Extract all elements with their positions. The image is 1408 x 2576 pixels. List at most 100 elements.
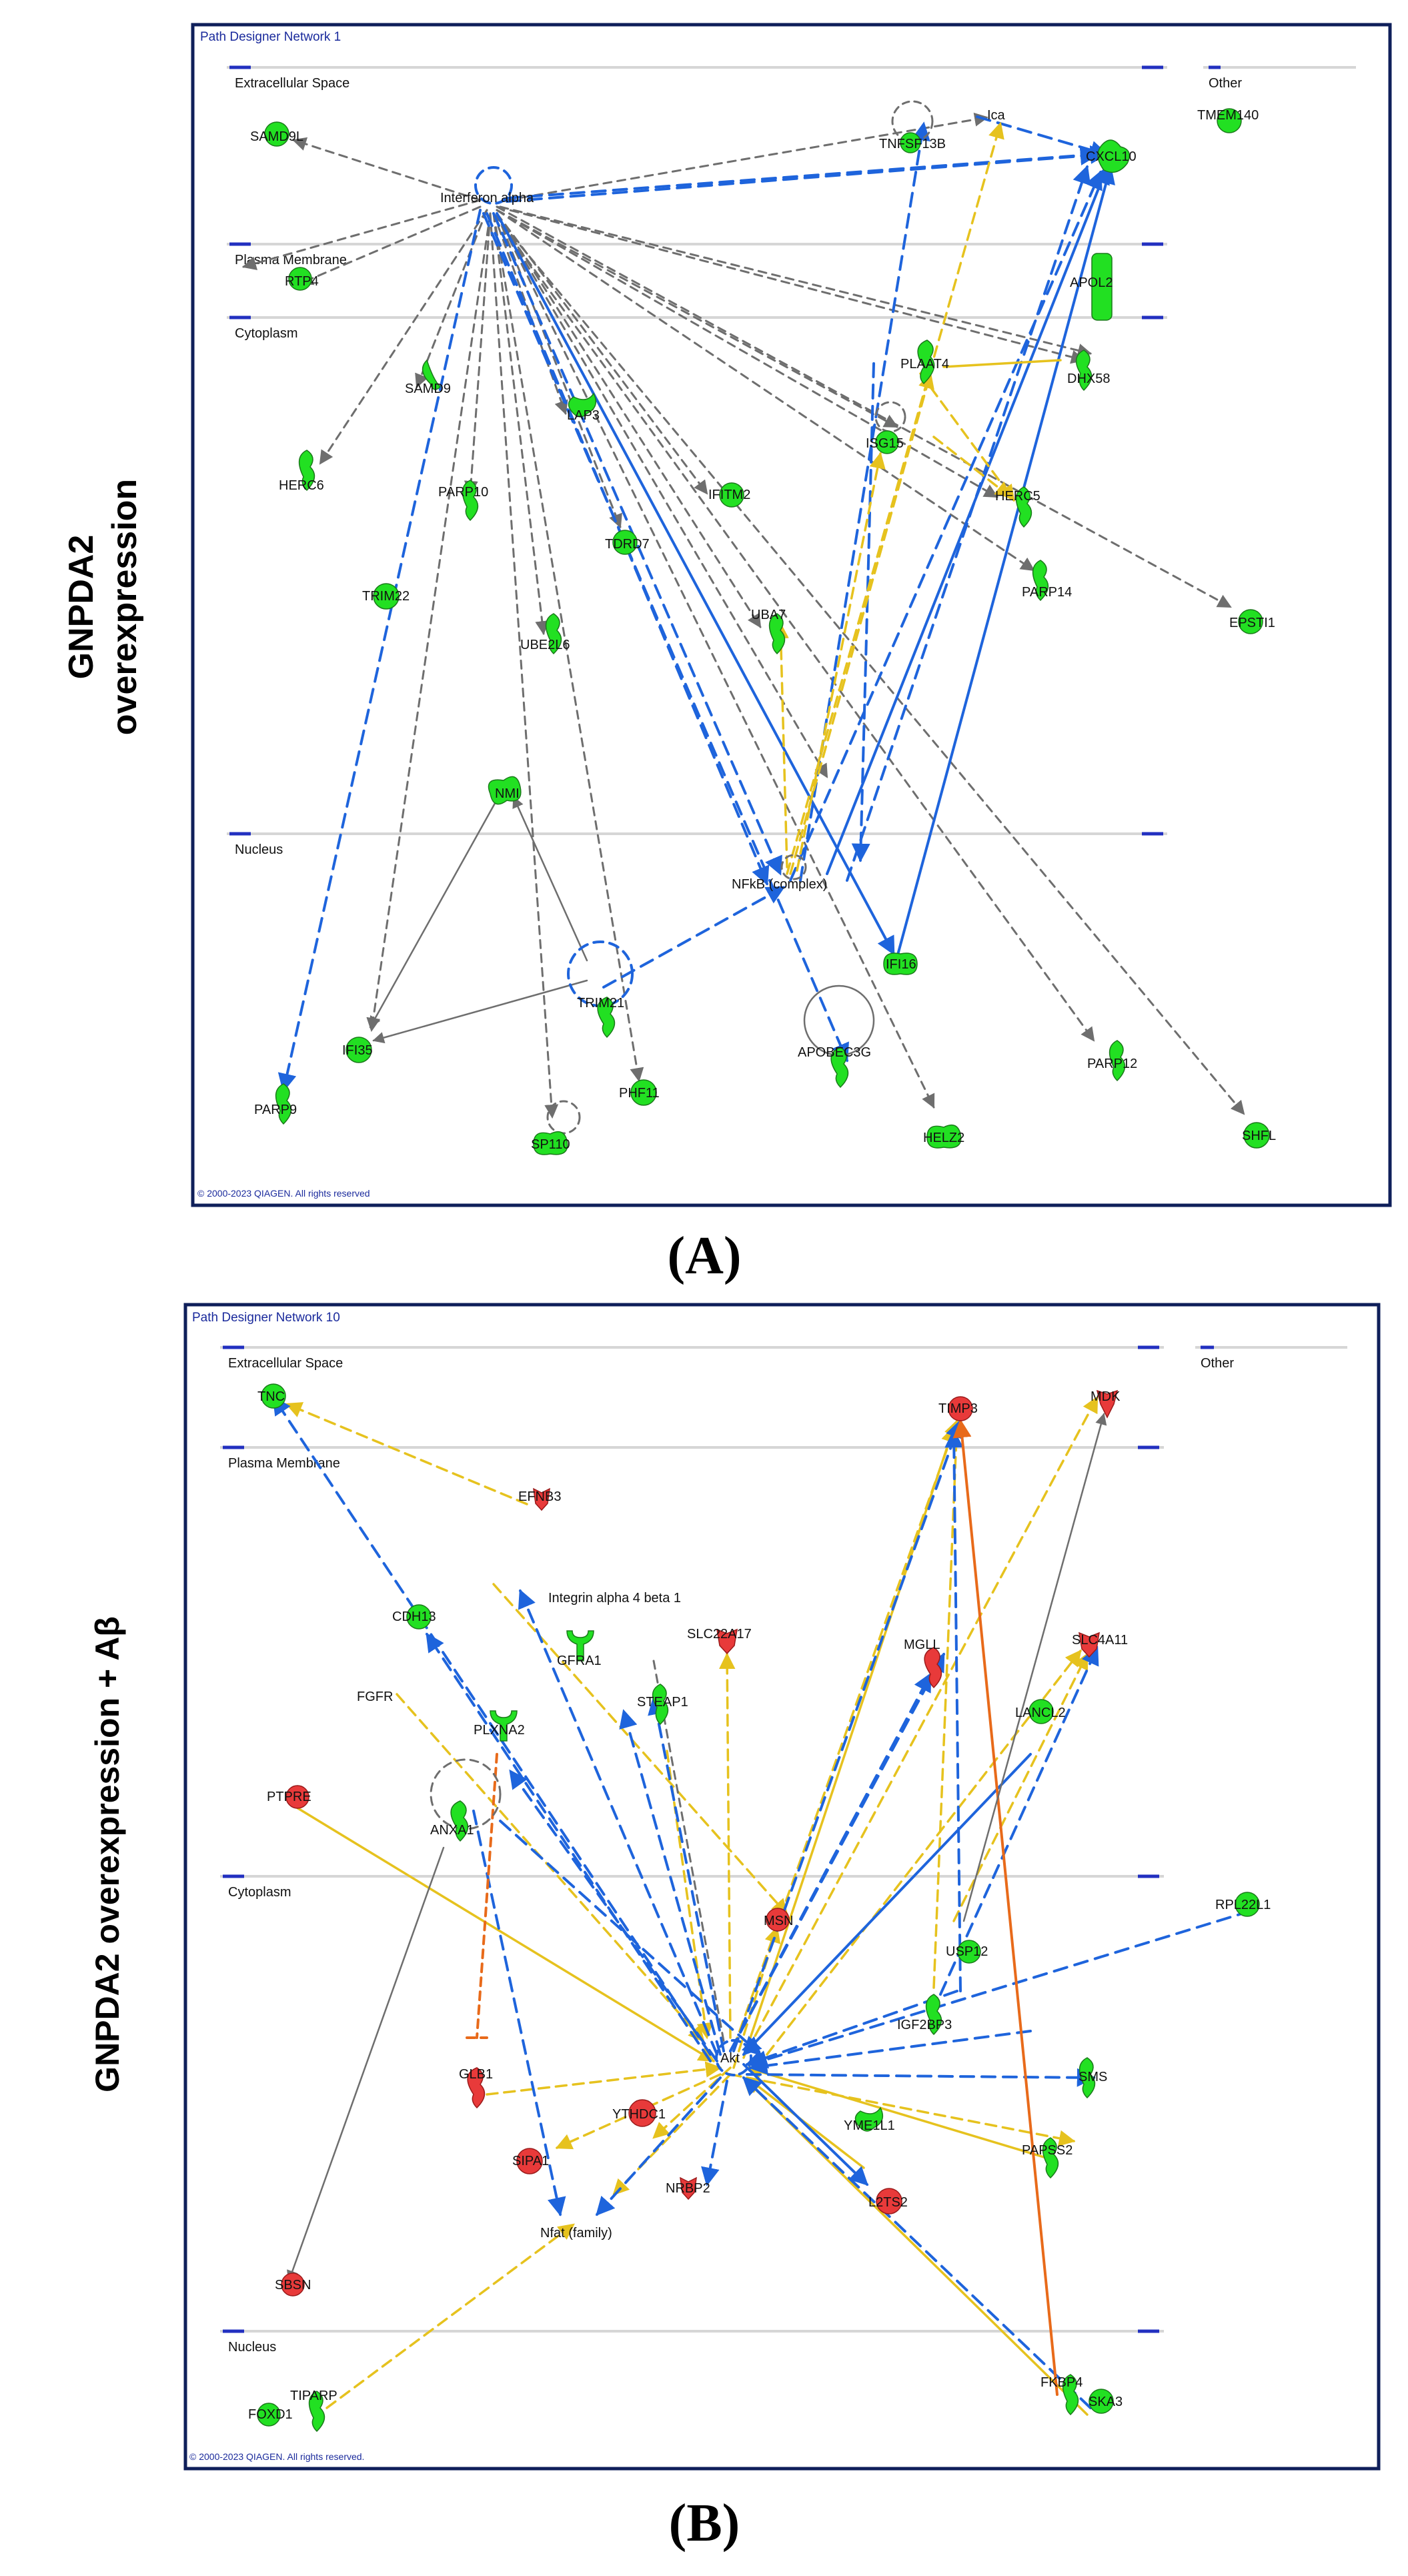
label-a-ifitm2: IFITM2: [708, 488, 750, 502]
node-a-epsti1[interactable]: [1238, 609, 1263, 634]
node-b-rpl22l1[interactable]: [1235, 1892, 1260, 1917]
node-a-ifitm2[interactable]: [719, 482, 744, 508]
node-b-mdk[interactable]: [1096, 1389, 1119, 1419]
node-a-nmi[interactable]: [488, 776, 522, 805]
label-a-shfl: SHFL: [1242, 1129, 1276, 1143]
node-b-efnb3[interactable]: [533, 1487, 550, 1511]
node-a-helz2[interactable]: [926, 1124, 962, 1149]
label-b-ythdc1: YTHDC1: [612, 2107, 666, 2122]
node-b-ythdc1[interactable]: [628, 2099, 656, 2127]
panel-a-edges: [241, 100, 1245, 1135]
node-b-cdh13[interactable]: [406, 1604, 432, 1630]
node-b-usp12[interactable]: [957, 1940, 981, 1964]
node-b-l2ts2[interactable]: [876, 2188, 902, 2214]
node-a-uba7[interactable]: [768, 613, 786, 655]
panel-b-location-markers: [223, 1345, 1214, 2333]
label-b-igf2bp3: IGF2BP3: [897, 2018, 952, 2032]
node-b-slc22a17[interactable]: [716, 1628, 738, 1655]
panel-a-letter: (A): [667, 1227, 742, 1285]
node-b-anxa1[interactable]: [450, 1800, 469, 1842]
node-b-yme1l1[interactable]: [854, 2106, 884, 2132]
label-a-trim22: TRIM22: [362, 589, 410, 604]
node-a-isg15[interactable]: [875, 430, 899, 454]
panel-b-loc-other: Other: [1201, 1356, 1234, 1371]
node-a-tnfsf13b[interactable]: [900, 132, 921, 153]
node-a-samd9[interactable]: [422, 359, 442, 390]
node-a-sp110[interactable]: [533, 1131, 568, 1155]
node-a-rtp4[interactable]: [288, 267, 312, 291]
node-a-plaat4[interactable]: [917, 340, 935, 385]
node-a-tdrd7[interactable]: [612, 530, 638, 555]
panel-b-frame: [183, 1303, 1381, 2471]
node-a-apol2[interactable]: [1091, 253, 1113, 321]
label-a-phf11: PHF11: [619, 1086, 660, 1101]
node-a-samd9l[interactable]: [264, 121, 289, 147]
label-b-lancl2: LANCL2: [1015, 1706, 1066, 1720]
label-b-fkbp4: FKBP4: [1040, 2375, 1083, 2390]
node-a-parp14[interactable]: [1032, 560, 1049, 602]
panel-b-edges: [272, 1395, 1252, 2416]
node-b-ska3[interactable]: [1089, 2389, 1114, 2414]
node-b-timp3[interactable]: [948, 1396, 973, 1421]
node-b-nrbp2[interactable]: [680, 2176, 697, 2200]
node-b-sms[interactable]: [1079, 2057, 1096, 2099]
node-b-steap1[interactable]: [652, 1684, 669, 1726]
node-b-lancl2[interactable]: [1028, 1699, 1054, 1724]
node-a-tmem140[interactable]: [1217, 108, 1242, 133]
node-b-mgll[interactable]: [924, 1647, 942, 1689]
node-a-ube2l6[interactable]: [545, 613, 562, 655]
label-a-isg15: ISG15: [866, 436, 904, 451]
node-a-cxcl10[interactable]: [1097, 139, 1131, 173]
node-a-shfl[interactable]: [1243, 1122, 1270, 1149]
node-a-parp10[interactable]: [462, 480, 479, 522]
panel-a-loc-other: Other: [1209, 76, 1242, 91]
panel-b-nodes-down: [257, 1383, 1260, 2433]
label-b-nfat: Nfat (family): [540, 2226, 612, 2240]
node-b-slc4a11[interactable]: [1079, 1632, 1100, 1658]
node-b-tiparp[interactable]: [308, 2391, 325, 2433]
node-b-papss2[interactable]: [1042, 2137, 1059, 2179]
panel-a-node-labels: SAMD9L TNFSF13B Ica TMEM140 CXCL10 Inter…: [250, 108, 1276, 1152]
node-b-gfra1[interactable]: [566, 1630, 594, 1662]
node-a-apobec3g[interactable]: [830, 1047, 849, 1089]
label-a-tmem140: TMEM140: [1197, 108, 1259, 123]
panel-a-location-markers: [229, 65, 1221, 836]
panel-b-copyright: © 2000-2023 QIAGEN. All rights reserved.: [189, 2451, 364, 2462]
node-b-tnc[interactable]: [261, 1383, 286, 1409]
node-a-herc5[interactable]: [1015, 486, 1032, 528]
label-a-parp10: PARP10: [438, 485, 488, 500]
label-a-ifi35: IFI35: [342, 1043, 373, 1058]
node-a-dhx58[interactable]: [1075, 350, 1093, 392]
node-a-herc6[interactable]: [298, 450, 315, 492]
node-b-fkbp4[interactable]: [1062, 2374, 1079, 2416]
label-a-ica: Ica: [987, 108, 1006, 123]
node-a-trim21[interactable]: [597, 997, 616, 1039]
node-a-phf11[interactable]: [630, 1079, 657, 1106]
node-a-lap3[interactable]: [568, 392, 597, 418]
node-a-trim22[interactable]: [373, 583, 400, 610]
node-a-parp9[interactable]: [275, 1083, 292, 1125]
label-b-yme1l1: YME1L1: [844, 2118, 895, 2133]
node-b-ptpre[interactable]: [285, 1785, 309, 1809]
label-b-msn: MSN: [764, 1914, 793, 1928]
label-b-timp3: TIMP3: [938, 1401, 978, 1416]
node-b-msn[interactable]: [766, 1908, 790, 1932]
label-a-cxcl10: CXCL10: [1086, 149, 1137, 164]
node-b-sbsn[interactable]: [281, 2273, 305, 2297]
node-b-plxna2[interactable]: [490, 1710, 518, 1742]
label-b-integrin: Integrin alpha 4 beta 1: [548, 1591, 681, 1605]
label-b-glb1: GLB1: [459, 2067, 493, 2082]
node-a-parp12[interactable]: [1109, 1040, 1126, 1082]
node-b-igf2bp3[interactable]: [925, 1994, 942, 2036]
node-a-ifi35[interactable]: [345, 1037, 372, 1063]
label-a-plaat4: PLAAT4: [900, 357, 949, 372]
node-a-ifi16[interactable]: [883, 952, 918, 975]
node-b-foxd1[interactable]: [257, 2403, 281, 2427]
label-b-sbsn: SBSN: [275, 2278, 311, 2293]
label-a-ifi16: IFI16: [886, 957, 916, 972]
node-b-sipa1[interactable]: [516, 2148, 543, 2174]
node-b-glb1[interactable]: [467, 2067, 486, 2109]
panel-b-nodes-up: [281, 1389, 1119, 2297]
label-a-rtp4: RTP4: [285, 274, 319, 289]
panel-a-loc-nucleus: Nucleus: [235, 842, 283, 857]
